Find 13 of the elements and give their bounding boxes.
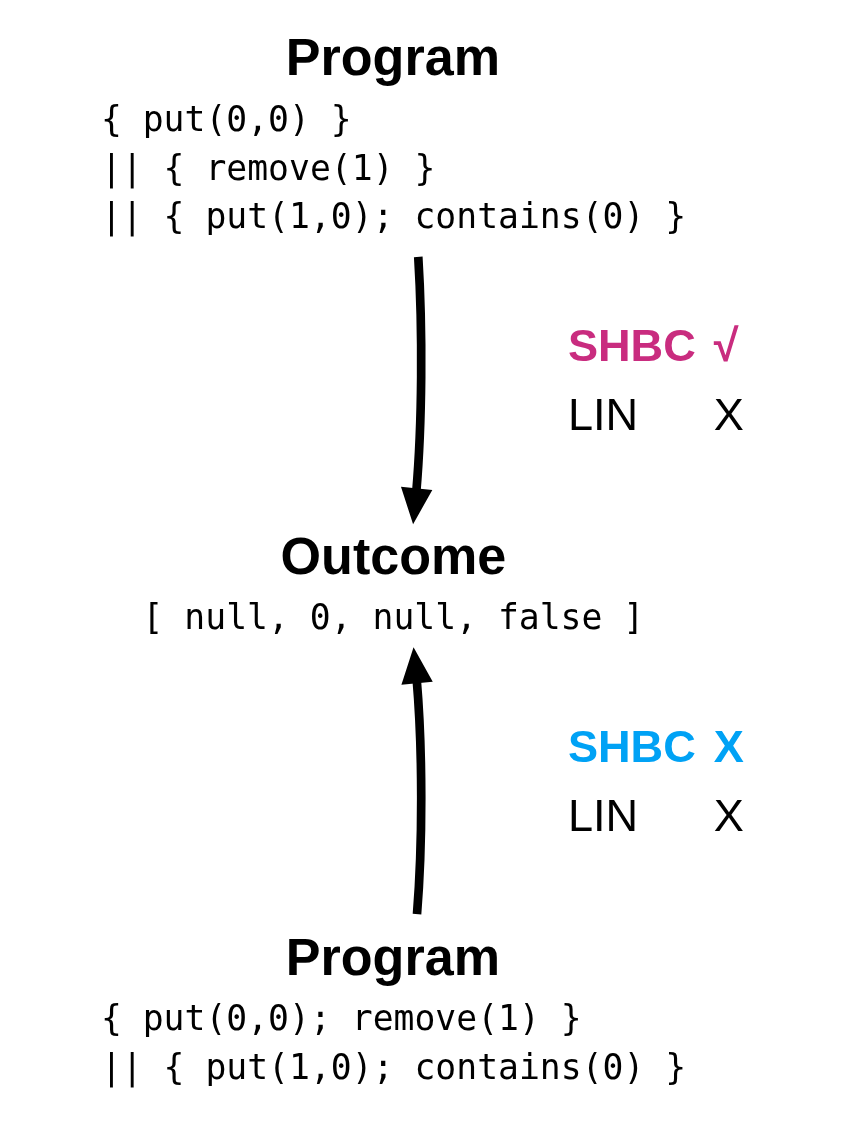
node-text: Program { put(0,0); remove(1) } || { put(1,0); contains(0) } [100,927,686,1087]
label: X [713,790,744,842]
arrow [400,256,432,525]
label: SHBC [567,319,696,371]
label: X [713,389,744,441]
label: LIN [567,790,638,842]
label: LIN [567,389,638,441]
node-text: Outcome [ null, 0, null, false ] [142,526,644,638]
node-text: Program { put(0,0) } || { remove(1) } || { put(1,0); contains(0) } [100,28,686,237]
arrow [400,647,433,915]
label: SHBC [567,720,696,772]
label: X [713,720,744,772]
label: √ [713,319,739,371]
